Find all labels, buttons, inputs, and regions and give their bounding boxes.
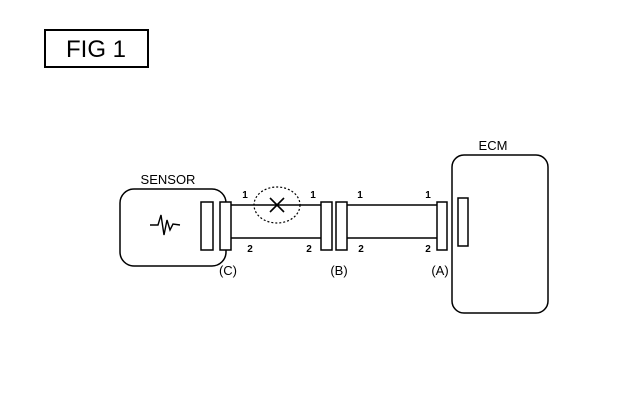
ecm-terminal [457, 197, 469, 247]
ecm-module: ECM [451, 138, 549, 314]
wire-3-left-pin: 1 [357, 190, 363, 201]
wire-1-left-pin: 1 [242, 190, 248, 201]
connector-a: (A) [431, 201, 449, 278]
wire-2: 2 2 [231, 237, 321, 255]
sensor-signal-icon [150, 214, 181, 236]
wire-2-left-pin: 2 [247, 244, 253, 255]
connector-c: (C) [219, 201, 237, 278]
wire-3: 1 1 [347, 190, 437, 206]
wire-4-right-pin: 2 [425, 244, 431, 255]
connector-c-label: (C) [219, 263, 237, 278]
wire-1-right-pin: 1 [310, 190, 316, 201]
ecm-label: ECM [479, 138, 508, 153]
wire-3-right-pin: 1 [425, 190, 431, 201]
connector-a-label: (A) [431, 263, 448, 278]
figure-title-box: FIG 1 [44, 29, 149, 68]
wire-1: 1 1 [231, 186, 321, 224]
sensor-terminal [200, 201, 214, 251]
connector-b: (B) [320, 201, 348, 278]
sensor-module: SENSOR [119, 172, 227, 267]
wire-4: 2 2 [347, 237, 437, 255]
connector-b-label: (B) [330, 263, 347, 278]
wire-4-left-pin: 2 [358, 244, 364, 255]
figure-title: FIG 1 [66, 36, 126, 63]
wire-2-right-pin: 2 [306, 244, 312, 255]
open-circuit-fault-icon [253, 186, 301, 224]
sensor-label: SENSOR [141, 172, 196, 187]
